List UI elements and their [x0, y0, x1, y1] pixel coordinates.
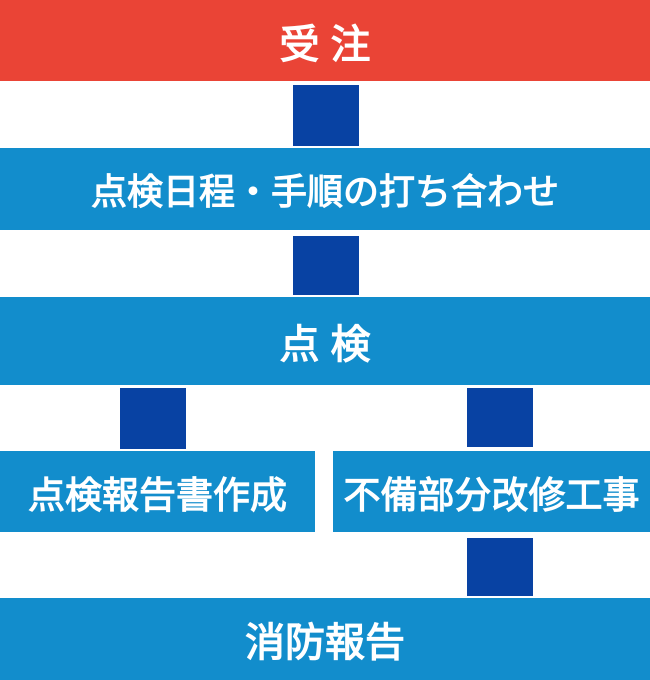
connector-inspection-to-repair: [467, 388, 533, 447]
connector-inspection-to-report: [120, 388, 186, 449]
step-schedule-meeting: 点検日程・手順の打ち合わせ: [0, 148, 650, 230]
step-repair-work: 不備部分改修工事: [333, 451, 650, 532]
connector-repair-to-fire-report: [467, 538, 533, 596]
step-fire-report-label: 消防報告: [245, 621, 405, 665]
connector-schedule-to-inspection: [293, 236, 359, 295]
step-schedule-meeting-label: 点検日程・手順の打ち合わせ: [90, 171, 559, 212]
step-report-creation: 点検報告書作成: [0, 451, 315, 532]
step-repair-work-label: 不備部分改修工事: [343, 474, 640, 516]
step-order-label: 受 注: [279, 22, 371, 67]
step-inspection-label: 点 検: [279, 323, 371, 367]
step-fire-report: 消防報告: [0, 598, 650, 680]
step-inspection: 点 検: [0, 297, 650, 385]
connector-order-to-schedule: [293, 85, 359, 146]
step-report-creation-label: 点検報告書作成: [28, 474, 287, 516]
step-order: 受 注: [0, 0, 650, 81]
